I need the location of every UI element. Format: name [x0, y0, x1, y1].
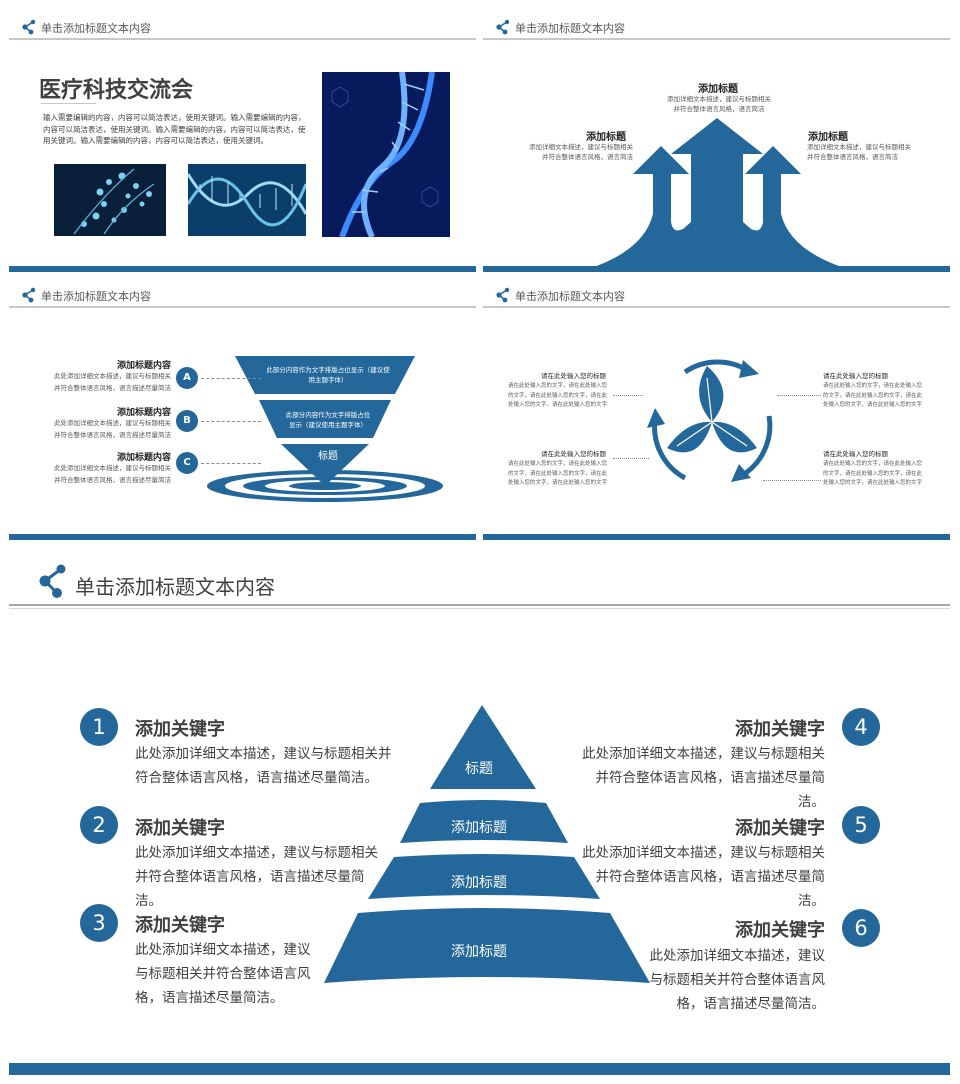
keyword-1-title: 添加关键字	[135, 719, 225, 740]
slide-footer-bar	[9, 266, 476, 272]
slide-header-title: 单击添加标题文本内容	[41, 22, 151, 35]
arrow-label-desc-right: 添加详细文本描述，建议与标题相关并符合整体语言风格，语言简洁	[807, 143, 911, 161]
quad-bl-title: 请在此处输入您的标题	[541, 450, 606, 458]
arrow-label-title-top: 添加标题	[698, 84, 738, 95]
recycle-leaves-icon	[647, 359, 773, 482]
slide-footer-bar	[9, 534, 476, 540]
item-c-connector	[201, 463, 261, 464]
slide-header-title: 单击添加标题文本内容	[41, 290, 151, 303]
quad-tl-desc: 请在此处输入您的文字，请在此处输入您的文字，请在此处输入您的文字，请在此处输入您…	[507, 383, 607, 408]
keyword-6-number-badge: 6	[842, 909, 880, 947]
quad-br-desc: 请在此处输入您的文字，请在此处输入您的文字，请在此处输入您的文字，请在此处输入您…	[823, 461, 923, 486]
title-underline	[41, 103, 96, 104]
main-footer-bar	[9, 1063, 950, 1075]
pyramid-graphic	[324, 705, 650, 983]
molecule-logo-icon	[495, 287, 510, 303]
title-divider-thin	[9, 608, 950, 609]
pyramid-level-2-text: 添加标题	[451, 820, 507, 836]
funnel-level-1-text: 此部分内容作为文字排版占位显示（建议使用主题字体）	[266, 366, 390, 384]
arrow-label-desc-left: 添加详细文本描述，建议与标题相关并符合整体语言风格，语言简洁	[529, 143, 633, 161]
dna-image-2	[188, 164, 306, 236]
connector-tr	[777, 395, 821, 396]
keyword-3-number-badge: 3	[80, 904, 118, 942]
connector-bl	[613, 458, 649, 459]
keyword-6-title: 添加关键字	[735, 920, 825, 941]
item-a-badge: A	[176, 367, 198, 389]
funnel-target-graphic	[207, 356, 443, 502]
arrow-label-title-left: 添加标题	[586, 132, 626, 143]
item-c-title: 添加标题内容	[116, 453, 171, 463]
item-b-title: 添加标题内容	[116, 408, 171, 418]
item-a-desc: 此处添加详细文本描述，建议与标题相关并符合整体语言风格，语言描述尽量简洁	[54, 372, 171, 392]
molecule-logo-icon	[495, 19, 510, 35]
keyword-4-number-badge: 4	[842, 708, 880, 746]
header-divider	[9, 306, 476, 308]
keyword-3-title: 添加关键字	[135, 915, 225, 936]
pyramid-level-3-text: 添加标题	[451, 875, 507, 891]
quad-tr-desc: 请在此处输入您的文字，请在此处输入您的文字，请在此处输入您的文字，请在此处输入您…	[823, 383, 923, 408]
main-slide: 单击添加标题文本内容 标题 添加标题 添加标题 添加标题 1 添加关键字 此处添…	[9, 553, 950, 1075]
slide-header-title: 单击添加标题文本内容	[515, 22, 625, 35]
keyword-2-desc: 此处添加详细文本描述，建议与标题相关并符合整体语言风格，语言描述尽量简洁。	[135, 845, 378, 909]
item-a-title: 添加标题内容	[116, 361, 171, 371]
arrow-label-title-right: 添加标题	[808, 132, 848, 143]
keyword-1-number-badge: 1	[80, 708, 118, 746]
page-title: 单击添加标题文本内容	[75, 575, 275, 599]
item-c-desc: 此处添加详细文本描述，建议与标题相关并符合整体语言风格，语言描述尽量简洁	[54, 464, 171, 484]
connector-br	[763, 480, 821, 481]
keyword-2-title: 添加关键字	[135, 818, 225, 839]
pyramid-level-4-text: 添加标题	[451, 944, 507, 960]
dna-image-3	[322, 72, 450, 237]
slide-thumb-4[interactable]: 单击添加标题文本内容 请在此处输入您的标题 请在此处输入您的文字，请在此处输入您…	[483, 282, 950, 540]
title-divider	[9, 604, 950, 606]
pyramid-level-1-text: 标题	[465, 761, 493, 777]
keyword-3-desc: 此处添加详细文本描述，建议与标题相关并符合整体语言风格，语言描述尽量简洁。	[135, 942, 311, 1006]
dna-image-1	[54, 164, 166, 236]
funnel-level-2-text: 此部分内容作为文字排版占位显示（建议使用主题字体）	[285, 411, 371, 429]
header-divider	[483, 306, 950, 308]
keyword-6-desc: 此处添加详细文本描述，建议与标题相关并符合整体语言风格，语言描述尽量简洁。	[649, 948, 826, 1012]
keyword-5-number-badge: 5	[842, 806, 880, 844]
molecule-logo-icon	[21, 19, 36, 35]
item-c-badge: C	[176, 452, 198, 474]
item-b-badge: B	[176, 410, 198, 432]
header-divider	[483, 38, 950, 40]
slide-header-title: 单击添加标题文本内容	[515, 290, 625, 303]
molecule-logo-icon	[21, 287, 36, 303]
slide-thumb-1[interactable]: 单击添加标题文本内容 医疗科技交流会 输入需要编辑的内容，内容可以简洁表达，使用…	[9, 14, 476, 272]
quad-tl-title: 请在此处输入您的标题	[541, 372, 606, 380]
keyword-5-title: 添加关键字	[735, 818, 825, 839]
quad-br-title: 请在此处输入您的标题	[823, 450, 888, 458]
molecule-logo-icon	[39, 564, 66, 598]
keyword-2-number-badge: 2	[80, 806, 118, 844]
slide-footer-bar	[483, 534, 950, 540]
arrow-label-desc-top: 添加详细文本描述，建议与标题相关并符合整体语言风格，语言简洁	[667, 95, 771, 113]
slide-footer-bar	[483, 266, 950, 272]
slide-thumb-3[interactable]: 单击添加标题文本内容 此部分内容作为文字排版占位显示（建议使用主题字体） 此部分…	[9, 282, 476, 540]
connector-tl	[613, 395, 643, 396]
quad-tr-title: 请在此处输入您的标题	[823, 372, 888, 380]
keyword-5-desc: 此处添加详细文本描述，建议与标题相关并符合整体语言风格，语言描述尽量简洁。	[582, 845, 825, 909]
slide-title: 医疗科技交流会	[39, 78, 194, 103]
slide-thumb-2[interactable]: 单击添加标题文本内容 添加标题 添加详细文本描述，建议与标题相关并符合整体语言风…	[483, 14, 950, 272]
keyword-4-title: 添加关键字	[735, 719, 825, 740]
item-b-connector	[201, 421, 261, 422]
item-b-desc: 此处添加详细文本描述，建议与标题相关并符合整体语言风格，语言描述尽量简洁	[54, 419, 171, 439]
slide-body-text: 输入需要编辑的内容，内容可以简洁表达，使用关键词。输入需要编辑的内容，内容可以简…	[43, 113, 306, 145]
funnel-level-3-text: 标题	[318, 451, 338, 462]
keyword-4-desc: 此处添加详细文本描述，建议与标题相关并符合整体语言风格，语言描述尽量简洁。	[582, 746, 825, 810]
quad-bl-desc: 请在此处输入您的文字，请在此处输入您的文字，请在此处输入您的文字，请在此处输入您…	[507, 461, 607, 486]
keyword-1-desc: 此处添加详细文本描述，建议与标题相关并符合整体语言风格，语言描述尽量简洁。	[135, 746, 392, 786]
header-divider	[9, 38, 476, 40]
item-a-connector	[201, 378, 261, 379]
three-arrows-graphic	[578, 118, 858, 272]
